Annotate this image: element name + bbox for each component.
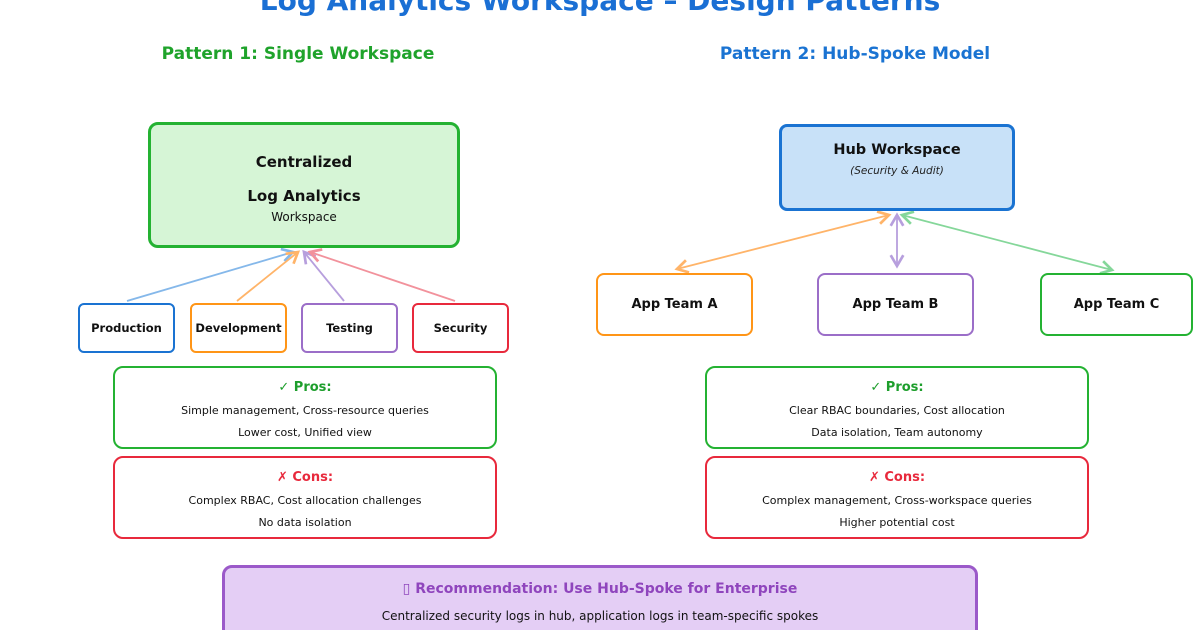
pattern1-pros-line2: Lower cost, Unified view xyxy=(238,426,372,439)
pattern2-cons-title: ✗ Cons: xyxy=(868,470,926,485)
source-box-production: Production xyxy=(78,303,175,353)
spoke-box-app-team-a: App Team A xyxy=(596,273,753,336)
centralized-box-line2: Log Analytics xyxy=(247,187,361,205)
arrow-hub-appteam-a xyxy=(674,210,892,274)
spoke-box-app-team-c: App Team C xyxy=(1040,273,1193,336)
arrow-testing-to-central xyxy=(302,249,345,302)
source-box-development-label: Development xyxy=(195,321,282,335)
recommendation-title: ▯ Recommendation: Use Hub-Spoke for Ente… xyxy=(402,581,798,597)
pattern2-cons-line1: Complex management, Cross-workspace quer… xyxy=(762,494,1032,507)
spoke-box-app-team-a-label: App Team A xyxy=(631,297,718,312)
pattern1-cons-line2: No data isolation xyxy=(258,516,352,529)
source-box-testing-label: Testing xyxy=(326,321,373,335)
centralized-workspace-box: Centralized Log Analytics Workspace xyxy=(148,122,460,248)
recommendation-box: ▯ Recommendation: Use Hub-Spoke for Ente… xyxy=(222,565,978,630)
arrow-hub-appteam-c xyxy=(899,210,1115,275)
pattern1-heading: Pattern 1: Single Workspace xyxy=(161,44,435,64)
pattern1-pros-box: ✓ Pros: Simple management, Cross-resourc… xyxy=(113,366,497,449)
centralized-box-line1: Centralized xyxy=(255,153,353,171)
centralized-box-line3: Workspace xyxy=(271,210,337,224)
pattern2-pros-line2: Data isolation, Team autonomy xyxy=(811,426,983,439)
pattern2-pros-line1: Clear RBAC boundaries, Cost allocation xyxy=(789,404,1005,417)
arrow-development-to-central xyxy=(236,250,301,302)
hub-workspace-box: Hub Workspace (Security & Audit) xyxy=(779,124,1015,211)
spoke-box-app-team-b-label: App Team B xyxy=(852,297,939,312)
pattern1-cons-line1: Complex RBAC, Cost allocation challenges xyxy=(188,494,422,507)
source-box-security-label: Security xyxy=(433,321,488,335)
source-box-testing: Testing xyxy=(301,303,398,353)
pattern1-pros-line1: Simple management, Cross-resource querie… xyxy=(181,404,429,417)
pattern1-cons-title: ✗ Cons: xyxy=(276,470,334,485)
source-box-security: Security xyxy=(412,303,509,353)
pattern2-pros-box: ✓ Pros: Clear RBAC boundaries, Cost allo… xyxy=(705,366,1089,449)
source-box-development: Development xyxy=(190,303,287,353)
recommendation-body: Centralized security logs in hub, applic… xyxy=(381,609,819,623)
pattern1-pros-title: ✓ Pros: xyxy=(278,380,332,395)
pattern2-cons-box: ✗ Cons: Complex management, Cross-worksp… xyxy=(705,456,1089,539)
hub-workspace-title: Hub Workspace xyxy=(833,142,961,158)
arrow-security-to-central xyxy=(307,248,456,302)
pattern2-cons-line2: Higher potential cost xyxy=(839,516,955,529)
spoke-box-app-team-c-label: App Team C xyxy=(1073,297,1160,312)
page-title: Log Analytics Workspace – Design Pattern… xyxy=(259,0,941,17)
source-box-production-label: Production xyxy=(91,321,162,335)
spoke-box-app-team-b: App Team B xyxy=(817,273,974,336)
pattern2-heading: Pattern 2: Hub-Spoke Model xyxy=(719,44,991,64)
hub-workspace-subtitle: (Security & Audit) xyxy=(850,165,944,177)
pattern2-pros-title: ✓ Pros: xyxy=(870,380,924,395)
pattern1-cons-box: ✗ Cons: Complex RBAC, Cost allocation ch… xyxy=(113,456,497,539)
arrow-production-to-central xyxy=(126,247,296,302)
